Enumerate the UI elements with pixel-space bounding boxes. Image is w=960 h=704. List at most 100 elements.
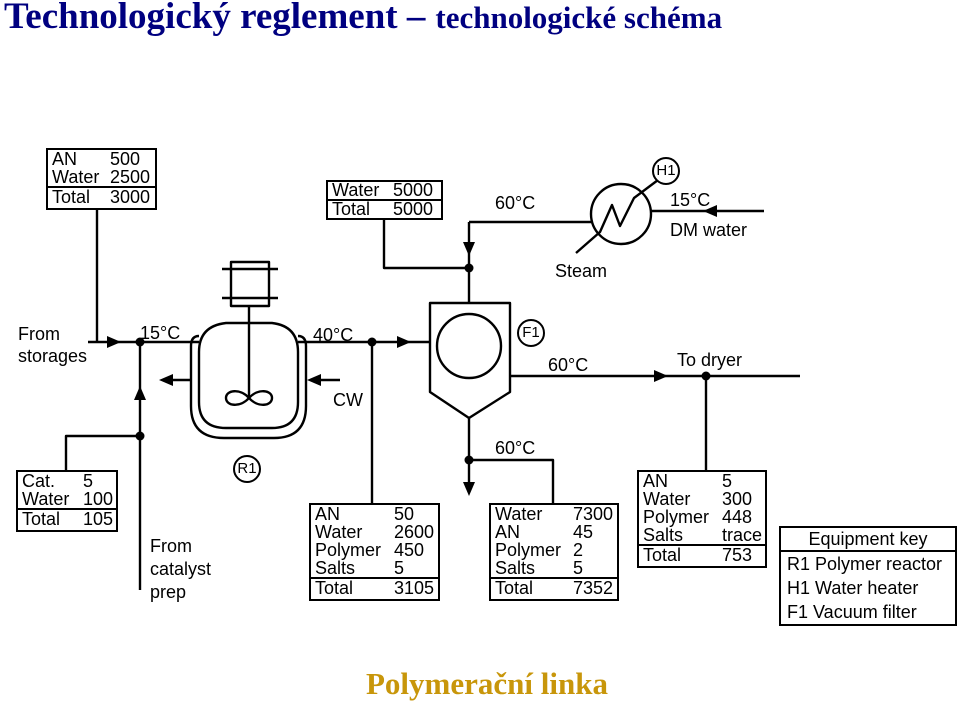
slide-title: Technologický reglement –technologické s… [4, 0, 722, 43]
from-storages-label: From storages [18, 323, 87, 367]
component-name: Salts [315, 558, 356, 578]
heater-h1-shell [589, 182, 653, 246]
total-label: Total [52, 187, 91, 207]
hot-water-temperature-label: 60°C [495, 193, 536, 213]
filtrate-arrow [463, 482, 475, 496]
filter-top-feed-arrow [463, 242, 475, 256]
catalyst-stream-dot [135, 431, 145, 441]
component-name: Polymer [643, 507, 710, 527]
filtrate-temperature-label: 60°C [495, 438, 536, 458]
table-row: Water 100 [18, 490, 116, 508]
total-amount: 5000 [393, 199, 434, 219]
total-row: Total 7352 [491, 577, 617, 597]
reactor-vessel [197, 321, 300, 430]
cw-out-arrow [159, 374, 173, 386]
table-row: Salts 5 [311, 559, 438, 577]
equipment-name: Vacuum filter [813, 602, 917, 622]
component-name: Cat. [22, 471, 56, 491]
wash-water-line [382, 220, 469, 270]
table-row: AN 5 [639, 472, 765, 490]
total-amount: 105 [83, 509, 114, 529]
to-dryer-label: To dryer [677, 350, 743, 370]
wash-water-dot [464, 263, 474, 273]
table-row: Water 300 [639, 490, 765, 508]
total-amount: 7352 [573, 578, 614, 598]
reactor-outlet-temperature-label: 40°C [313, 325, 354, 345]
title-main: Technologický reglement – [4, 0, 426, 37]
component-name: AN [52, 149, 78, 169]
component-amount: 5 [394, 558, 405, 578]
total-amount: 3000 [110, 187, 151, 207]
component-amount: 7300 [573, 504, 614, 524]
component-name: Salts [495, 558, 536, 578]
label-line: From [18, 324, 60, 344]
component-name: Polymer [315, 540, 382, 560]
component-amount: 2500 [110, 167, 151, 187]
table-row: Cat.5 [18, 472, 116, 490]
component-amount: 2600 [394, 522, 435, 542]
dm-water-temperature-label: 15°C [670, 190, 711, 210]
table-row: Water 2500 [48, 168, 155, 186]
component-name: Water [22, 489, 70, 509]
component-name: Water [52, 167, 100, 187]
reactor-r1 [189, 260, 308, 440]
total-label: Total [495, 578, 534, 598]
component-name: Water [495, 504, 543, 524]
slide-footer: Polymerační linka [366, 666, 608, 701]
table-row: Polymer 448 [639, 508, 765, 526]
dm-water-arrow [703, 205, 717, 217]
component-amount: 100 [83, 489, 114, 509]
steam-coil [575, 176, 663, 254]
component-amount: 50 [394, 504, 415, 524]
table-row: Salts 5 [491, 559, 617, 577]
component-amount: 2 [573, 540, 584, 560]
to-dryer-temperature-label: 60°C [548, 355, 589, 375]
cw-in-arrow [307, 374, 321, 386]
component-amount: 448 [722, 507, 753, 527]
component-name: AN [643, 471, 669, 491]
total-label: Total [332, 199, 371, 219]
component-amount: 300 [722, 489, 753, 509]
component-name: AN [315, 504, 341, 524]
total-label: Total [643, 545, 682, 565]
from-catalyst-prep-label: From catalyst prep [150, 535, 211, 604]
total-label: Total [22, 509, 61, 529]
storage-feed-arrow [107, 336, 121, 348]
component-amount: 5 [573, 558, 584, 578]
label-line: catalyst [150, 559, 212, 579]
component-name: Water [332, 180, 380, 200]
total-row: Total 105 [18, 508, 116, 528]
agitator-impeller [224, 390, 274, 406]
steam-label: Steam [555, 261, 608, 281]
component-name: AN [495, 522, 521, 542]
feed-temperature-label: 15°C [140, 323, 181, 343]
dm-water-label: DM water [670, 220, 748, 240]
total-amount: 3105 [394, 578, 435, 598]
label-line: From [150, 536, 192, 556]
equipment-tag: F1 [787, 602, 809, 622]
component-name: Salts [643, 525, 684, 545]
total-amount: 753 [722, 545, 753, 565]
equipment-tag: R1 [787, 554, 811, 574]
filter-drum [435, 312, 503, 380]
label-line: prep [150, 582, 187, 602]
filter-tag: F1 [517, 319, 545, 347]
catalyst-feed-arrow [134, 386, 146, 400]
total-row: Total 753 [639, 544, 765, 564]
component-amount: 5 [722, 471, 733, 491]
total-row: Total 3000 [48, 186, 155, 206]
total-row: Total 5000 [328, 199, 441, 218]
component-name: Water [643, 489, 691, 509]
